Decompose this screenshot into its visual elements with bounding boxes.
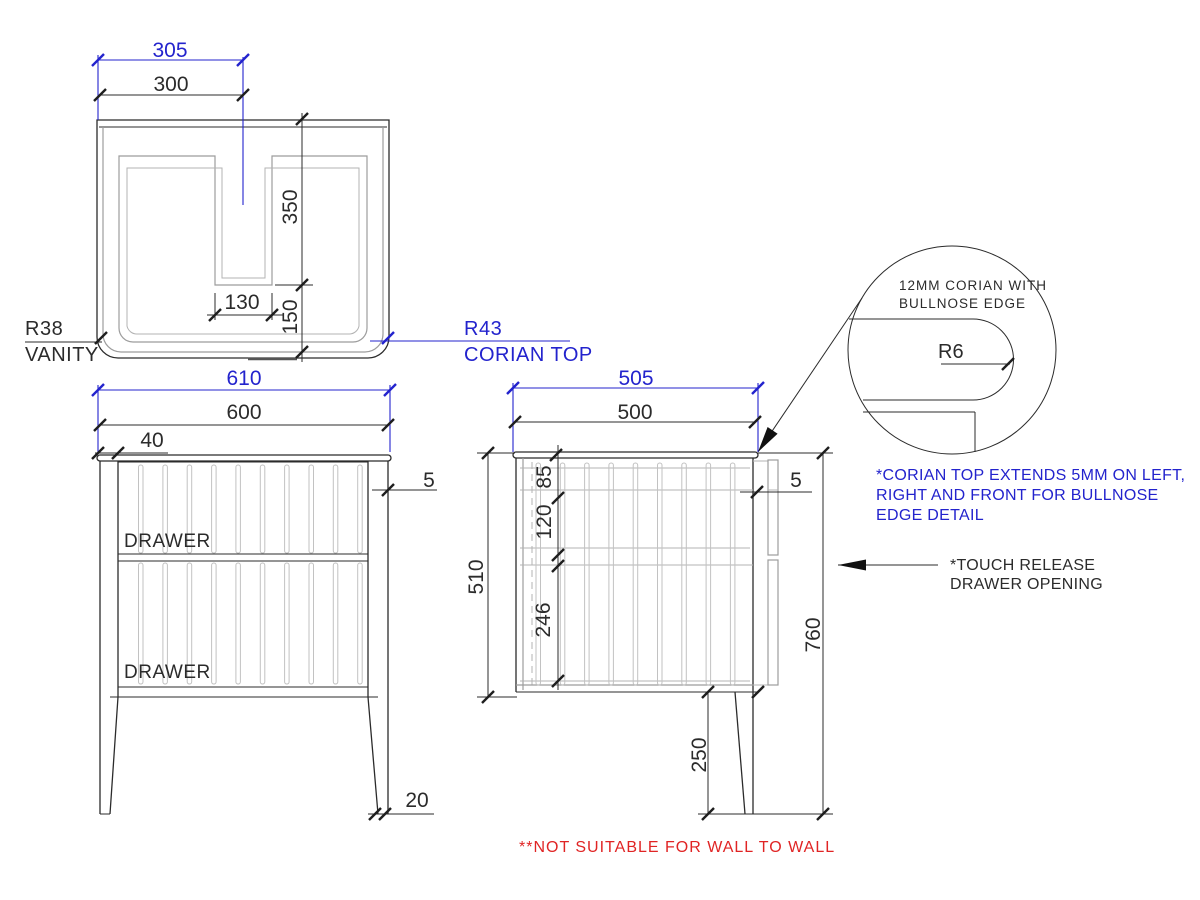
side-view xyxy=(512,451,779,815)
side-dim-overall: 505 xyxy=(618,367,654,390)
detail-note-line1: 12MM CORIAN WITH xyxy=(899,278,1048,293)
corian-note-line2: RIGHT AND FRONT FOR BULLNOSE xyxy=(876,487,1159,504)
side-dim-gap1: 85 xyxy=(533,465,556,489)
top-radius-label: R43 xyxy=(464,318,503,340)
side-dim-total-height: 760 xyxy=(802,617,825,653)
plan-dim-front-depth: 150 xyxy=(279,299,302,335)
touch-note-line1: *TOUCH RELEASE xyxy=(950,557,1096,574)
corian-note-line1: *CORIAN TOP EXTENDS 5MM ON LEFT, xyxy=(876,467,1186,484)
touch-note-line2: DRAWER OPENING xyxy=(950,576,1103,593)
corian-top-label: CORIAN TOP xyxy=(464,344,593,366)
plan-dim-overall: 305 xyxy=(152,39,188,62)
front-dim-overhang: 5 xyxy=(423,469,435,492)
detail-radius-label: R6 xyxy=(938,341,964,363)
tick-marks xyxy=(91,53,1015,821)
side-dim-overhang: 5 xyxy=(790,469,802,492)
touch-release-arrowhead xyxy=(838,559,866,571)
plan-dim-basin-depth: 350 xyxy=(279,189,302,225)
plan-view xyxy=(96,119,390,361)
corian-note-line3: EDGE DETAIL xyxy=(876,507,984,524)
detail-circle xyxy=(847,245,1057,455)
leader-arrows xyxy=(757,297,938,571)
front-dim-leg-foot: 20 xyxy=(405,789,429,812)
side-dim-cabinet: 500 xyxy=(617,401,653,424)
front-dim-cabinet: 600 xyxy=(226,401,262,424)
side-dim-gap2: 120 xyxy=(533,504,556,540)
front-view xyxy=(96,454,392,815)
plan-dim-inner: 300 xyxy=(153,73,189,96)
front-dim-overall: 610 xyxy=(226,367,262,390)
side-dim-leg-height: 250 xyxy=(688,737,711,773)
side-dim-gap3: 246 xyxy=(532,602,555,638)
plan-dim-cutout-width: 130 xyxy=(224,291,260,314)
detail-leader-arrowhead xyxy=(758,427,778,452)
drawer-label-upper: DRAWER xyxy=(124,531,211,552)
side-dim-cab-height: 510 xyxy=(465,559,488,595)
detail-leader-line xyxy=(757,297,863,453)
warning-note: **NOT SUITABLE FOR WALL TO WALL xyxy=(519,839,836,856)
vanity-label: VANITY xyxy=(25,344,99,366)
front-flutes xyxy=(138,464,363,685)
dimension-lines-blue xyxy=(97,55,759,452)
detail-note-line2: BULLNOSE EDGE xyxy=(899,296,1027,311)
drawer-label-lower: DRAWER xyxy=(124,662,211,683)
front-dim-side-panel: 40 xyxy=(140,429,164,452)
side-flutes xyxy=(535,462,736,686)
vanity-radius-label: R38 xyxy=(25,318,64,340)
